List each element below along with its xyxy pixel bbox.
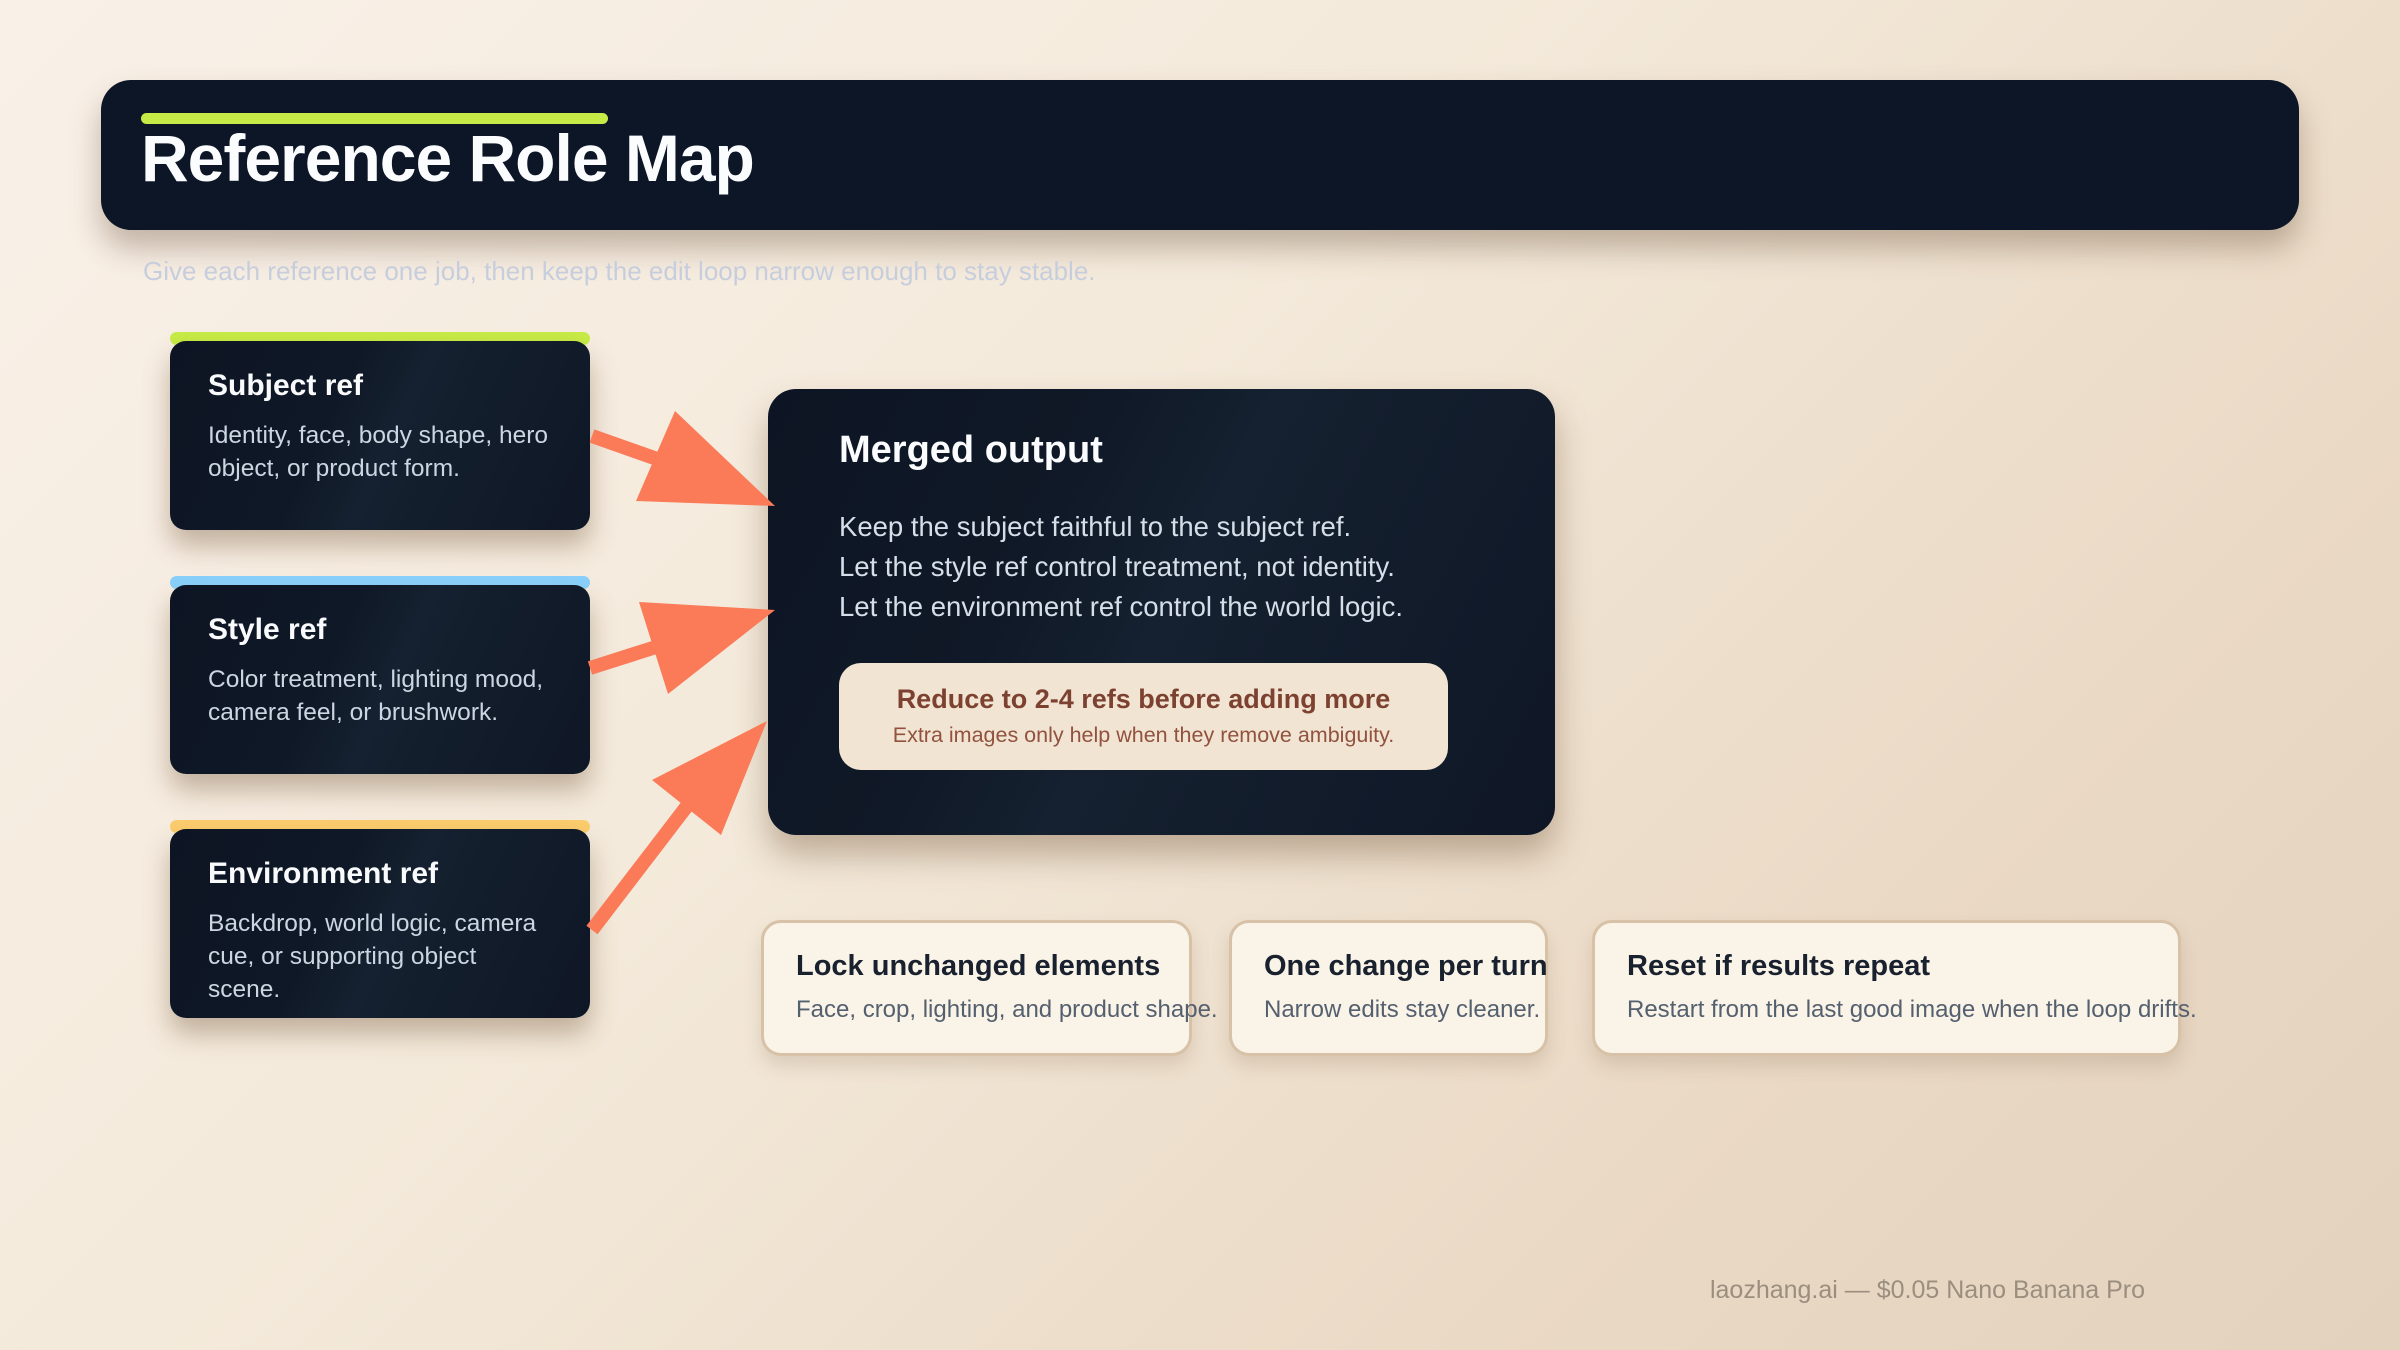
- footer-credit: laozhang.ai — $0.05 Nano Banana Pro: [1709, 1276, 2145, 1304]
- tip-lock-title: Lock unchanged elements: [796, 950, 1161, 982]
- merged-output-rules: Keep the subject faithful to the subject…: [839, 507, 1403, 627]
- reduce-refs-callout-title: Reduce to 2-4 refs before adding more: [896, 684, 1391, 714]
- merged-output-title: Merged output: [839, 429, 1103, 471]
- subject-ref-description: Identity, face, body shape, hero object,…: [208, 422, 549, 482]
- subject-ref-title: Subject ref: [208, 369, 364, 402]
- arrow-style-to-merged: [587, 602, 775, 694]
- reduce-refs-callout: Reduce to 2-4 refs before adding more Ex…: [839, 663, 1448, 770]
- header-accent-bar: [141, 113, 608, 124]
- merged-output-card: Merged output Keep the subject faithful …: [768, 389, 1555, 835]
- arrow-environment-to-merged: [586, 721, 767, 935]
- subject-ref-card: Subject ref Identity, face, body shape, …: [170, 332, 590, 530]
- page-subtitle: Give each reference one job, then keep t…: [143, 256, 1096, 286]
- style-ref-card-body: Style ref Color treatment, lighting mood…: [170, 585, 590, 774]
- reduce-refs-callout-body: Extra images only help when they remove …: [892, 723, 1395, 747]
- style-ref-description: Color treatment, lighting mood, camera f…: [208, 666, 543, 726]
- merged-rule-environment: Let the environment ref control the worl…: [839, 591, 1404, 622]
- subject-ref-card-body: Subject ref Identity, face, body shape, …: [170, 341, 590, 530]
- tip-card-lock-unchanged: Lock unchanged elements Face, crop, ligh…: [761, 920, 1218, 1056]
- environment-ref-card: Environment ref Backdrop, world logic, c…: [170, 820, 590, 1018]
- tip-card-one-change: One change per turn Narrow edits stay cl…: [1229, 920, 1548, 1056]
- environment-ref-description: Backdrop, world logic, camera cue, or su…: [208, 910, 537, 1003]
- style-ref-title: Style ref: [208, 613, 327, 646]
- environment-ref-card-body: Environment ref Backdrop, world logic, c…: [170, 829, 590, 1018]
- tip-card-reset: Reset if results repeat Restart from the…: [1592, 920, 2197, 1056]
- arrow-subject-to-merged: [589, 411, 775, 506]
- header-banner: Reference Role Map Give each reference o…: [101, 80, 2299, 286]
- tip-one-change-body: Narrow edits stay cleaner.: [1264, 996, 1541, 1023]
- tip-one-change-title: One change per turn: [1264, 950, 1548, 982]
- tip-reset-title: Reset if results repeat: [1627, 950, 1931, 982]
- merged-rule-style: Let the style ref control treatment, not…: [839, 551, 1395, 582]
- tip-reset-body: Restart from the last good image when th…: [1627, 996, 2197, 1023]
- tip-lock-body: Face, crop, lighting, and product shape.: [796, 996, 1218, 1023]
- style-ref-card: Style ref Color treatment, lighting mood…: [170, 576, 590, 774]
- page-title: Reference Role Map: [141, 121, 755, 195]
- environment-ref-title: Environment ref: [208, 857, 439, 890]
- merged-rule-subject: Keep the subject faithful to the subject…: [839, 511, 1352, 542]
